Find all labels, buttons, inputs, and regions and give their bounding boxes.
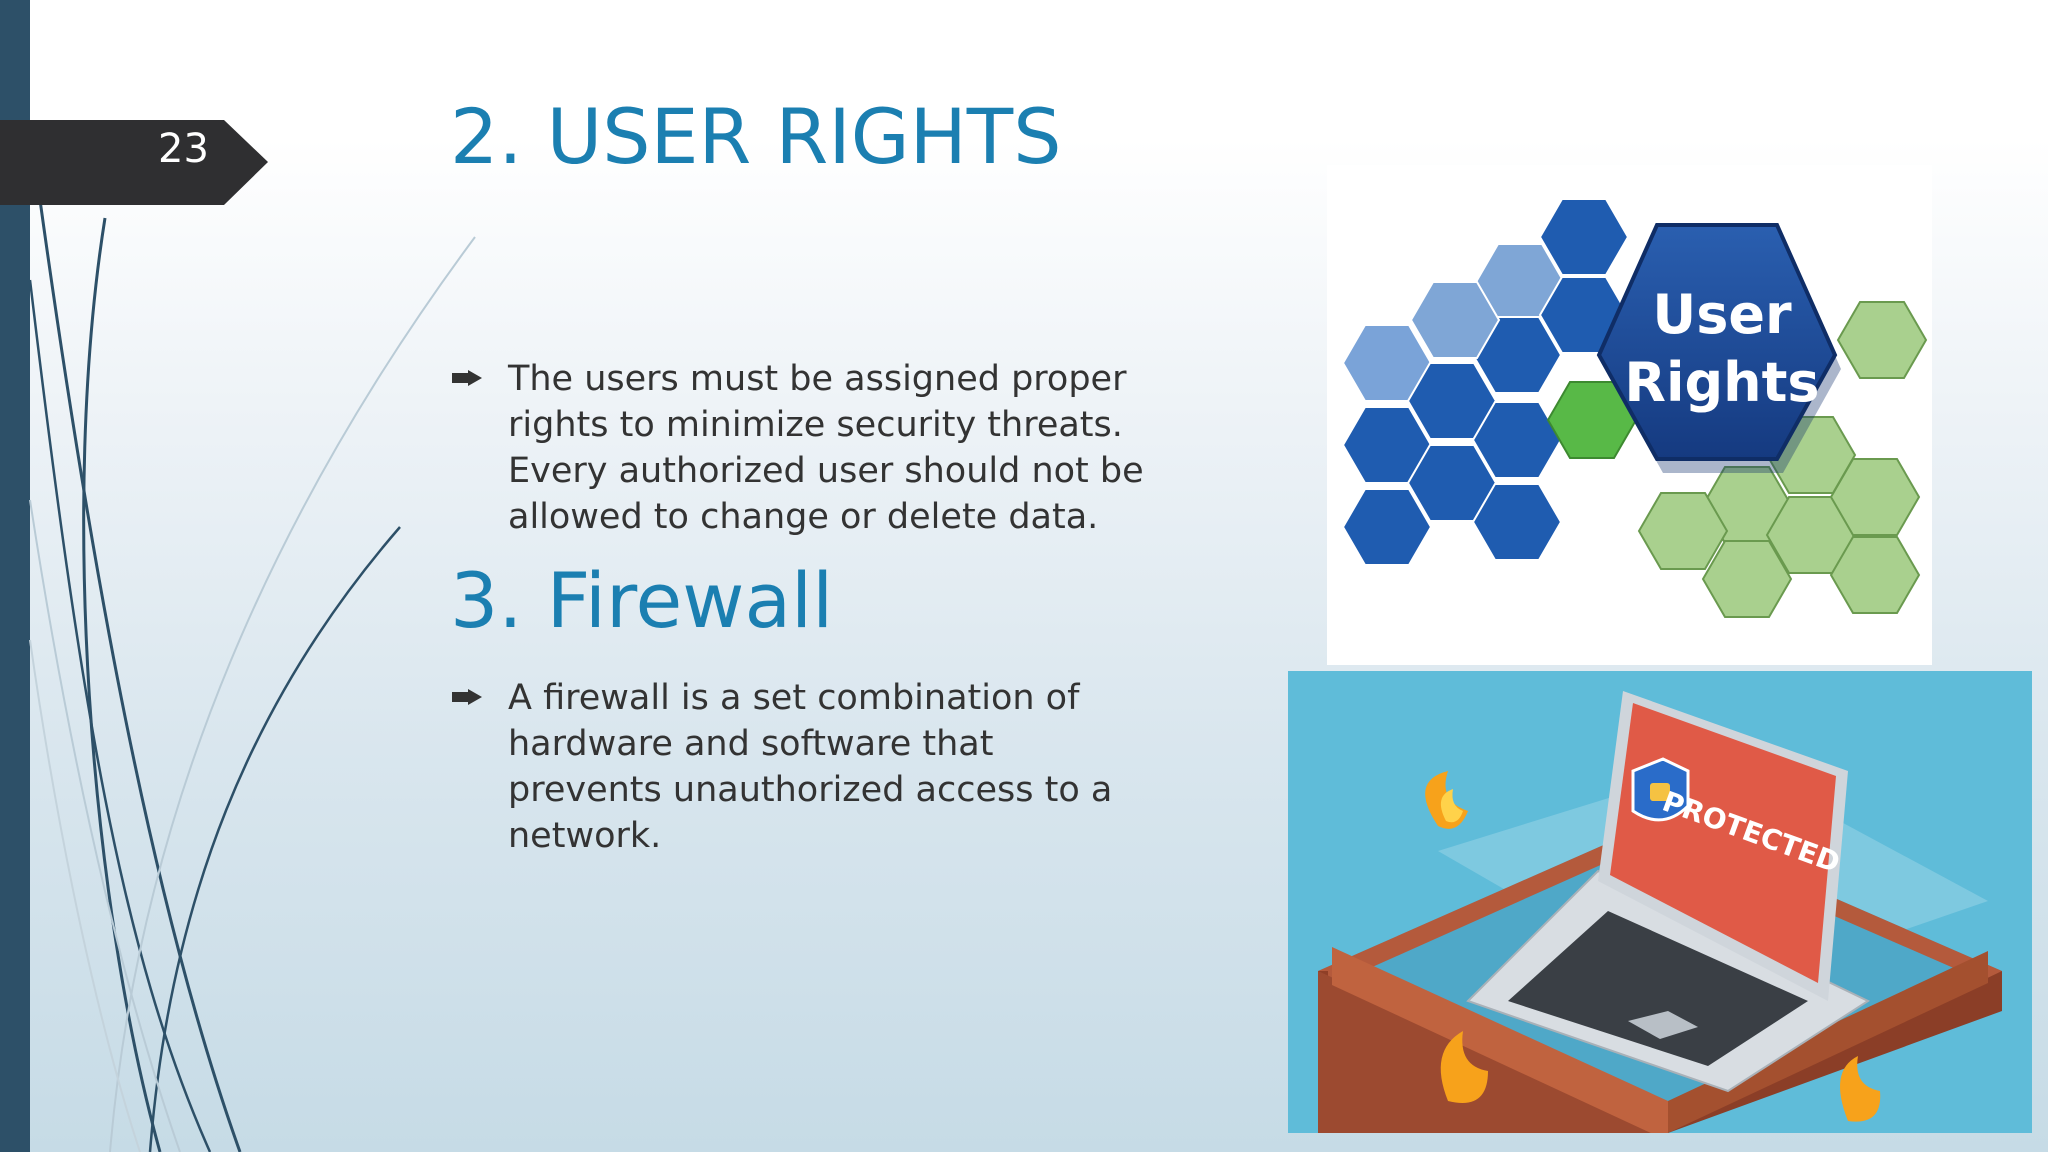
- bullet-text: A firewall is a set combination of hardw…: [508, 678, 1113, 856]
- firewall-heading: 3. Firewall: [450, 556, 834, 645]
- bullet-arrow-icon: [452, 689, 482, 705]
- decorative-swoosh-lines: [28, 199, 476, 1152]
- user-rights-hexagon-image: User Rights: [1327, 165, 1932, 665]
- slide-title: 2. USER RIGHTS: [450, 92, 1062, 181]
- bullet-arrow-icon: [452, 370, 482, 386]
- bullet-text: The users must be assigned proper rights…: [508, 359, 1144, 537]
- user-rights-line1: User: [1652, 283, 1792, 346]
- user-rights-line2: Rights: [1624, 351, 1819, 414]
- slide-number: 23: [158, 126, 209, 172]
- slide-number-tab: [0, 120, 268, 205]
- bullet-user-rights: The users must be assigned proper rights…: [452, 356, 1152, 540]
- firewall-laptop-image: PROTECTED: [1288, 671, 2032, 1133]
- bullet-firewall: A firewall is a set combination of hardw…: [452, 675, 1152, 859]
